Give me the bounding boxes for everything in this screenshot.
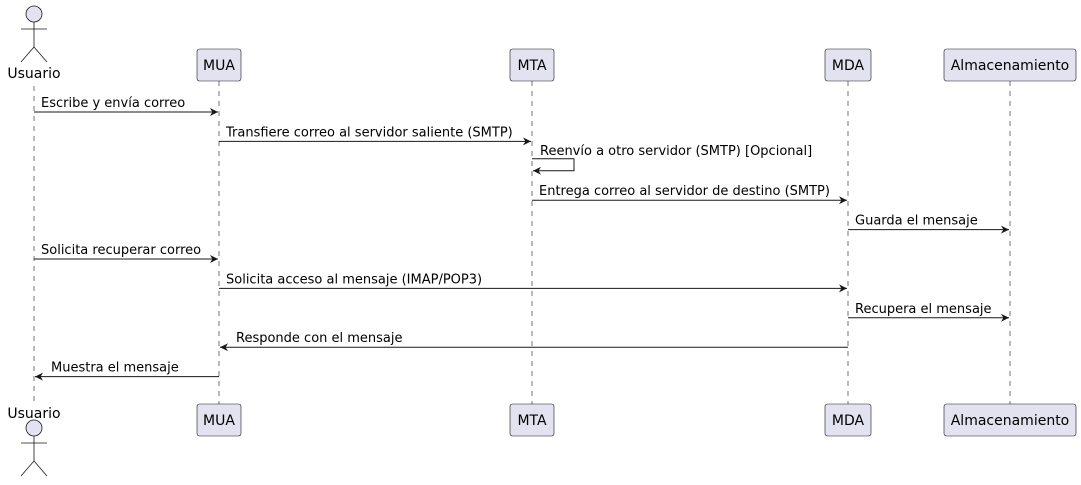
actor-label: Usuario [7, 66, 60, 82]
participant-label: MDA [832, 58, 865, 74]
actor-leg-right [33, 460, 48, 477]
participant-bottom-mua: MUA [196, 403, 242, 437]
message-label: Solicita recuperar correo [41, 243, 201, 258]
message-label: Transfiere correo al servidor saliente (… [225, 125, 513, 140]
participant-box [943, 403, 1077, 437]
participant-box [943, 48, 1077, 82]
message-label: Guarda el mensaje [855, 214, 978, 229]
participant-box [196, 48, 242, 82]
participant-box [509, 48, 555, 82]
actor-bottom-usuario: Usuario [7, 406, 61, 477]
participant-bottom-mda: MDA [824, 403, 872, 437]
message-4: Entrega correo al servidor de destino (S… [532, 184, 847, 205]
participant-top-almacenamiento: Almacenamiento [943, 48, 1077, 82]
message-7: Solicita acceso al mensaje (IMAP/POP3) [219, 272, 847, 293]
participant-bottom-mta: MTA [509, 403, 555, 437]
actor-label: Usuario [7, 406, 60, 422]
participant-top-mda: MDA [824, 48, 872, 82]
message-arrow [532, 158, 575, 175]
participant-label: Almacenamiento [951, 58, 1070, 74]
participant-label: MTA [517, 58, 547, 74]
message-3: Reenvío a otro servidor (SMTP) [Opcional… [532, 144, 812, 175]
participant-bottom-almacenamiento: Almacenamiento [943, 403, 1077, 437]
actor-leg-left [20, 460, 35, 477]
participant-label: MTA [517, 413, 547, 429]
participant-label: MUA [203, 413, 235, 429]
message-2: Transfiere correo al servidor saliente (… [219, 125, 531, 146]
actor-leg-right [33, 46, 48, 63]
message-label: Recupera el mensaje [855, 302, 992, 317]
participant-box [824, 48, 872, 82]
participant-top-mua: MUA [196, 48, 242, 82]
participant-box [824, 403, 872, 437]
actor-head [25, 419, 43, 437]
message-label: Reenvío a otro servidor (SMTP) [Opcional… [540, 144, 812, 159]
actor-head [25, 5, 43, 23]
message-label: Escribe y envía correo [41, 96, 185, 111]
message-label: Entrega correo al servidor de destino (S… [539, 184, 830, 199]
message-8: Recupera el mensaje [848, 302, 1009, 322]
message-label: Muestra el mensaje [51, 361, 179, 376]
participant-label: MDA [832, 413, 865, 429]
message-5: Guarda el mensaje [848, 214, 1009, 234]
participant-label: Almacenamiento [951, 413, 1070, 429]
message-10: Muestra el mensaje [35, 361, 219, 381]
participant-box [509, 403, 555, 437]
message-1: Escribe y envía correo [34, 96, 218, 116]
participant-label: MUA [203, 58, 235, 74]
message-9: Responde con el mensaje [220, 331, 848, 352]
participant-top-mta: MTA [509, 48, 555, 82]
actor-leg-left [20, 46, 35, 63]
message-6: Solicita recuperar correo [34, 243, 218, 263]
actor-top-usuario: Usuario [7, 5, 61, 82]
participant-box [196, 403, 242, 437]
message-label: Solicita acceso al mensaje (IMAP/POP3) [226, 272, 482, 287]
message-label: Responde con el mensaje [236, 331, 403, 346]
